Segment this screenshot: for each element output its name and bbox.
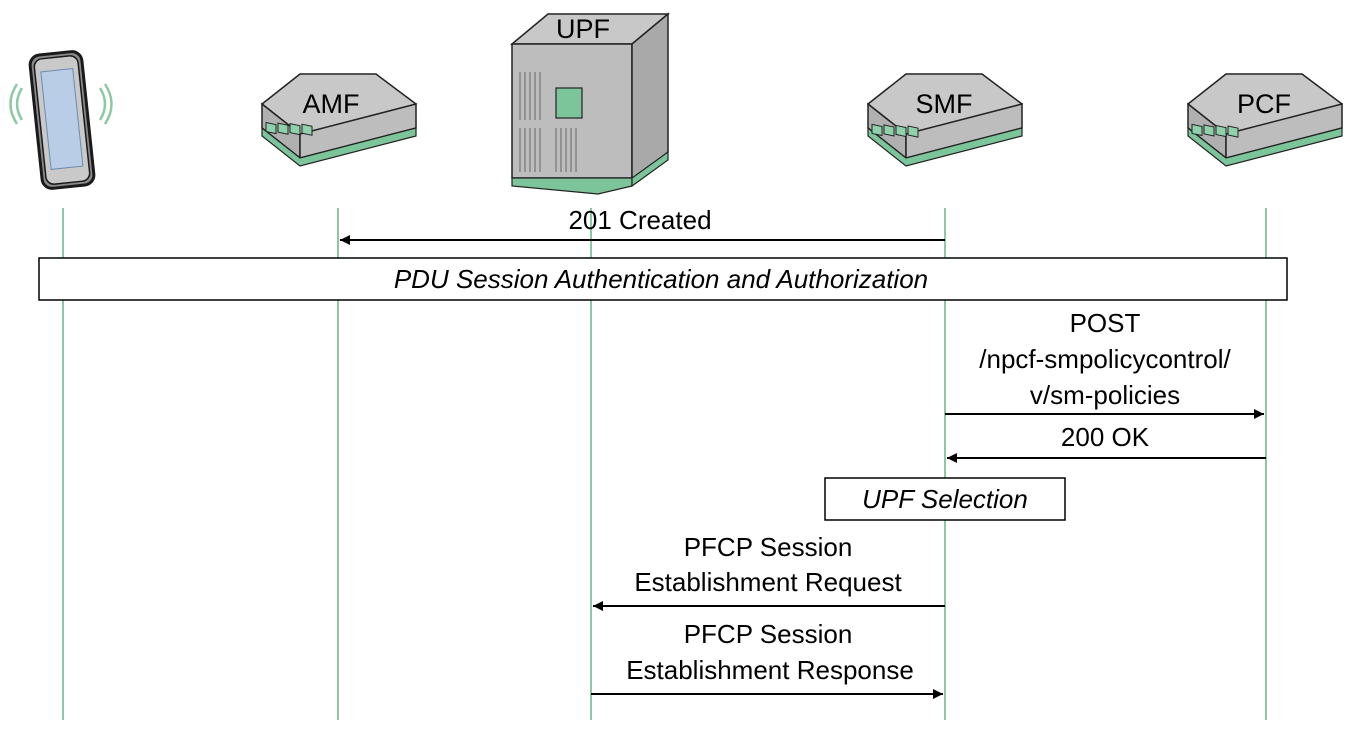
message-201-created: 201 Created [340, 205, 945, 245]
message-pfcp-request: PFCP Session Establishment Request [593, 532, 945, 611]
message-label-line-2: Establishment Request [634, 567, 902, 597]
process-upf-selection: UPF Selection [824, 477, 1066, 521]
amf-node: AMF [260, 73, 418, 167]
message-post-sm-policies: POST /npcf-smpolicycontrol/ v/sm-policie… [945, 308, 1264, 419]
message-label-line-1: POST [1070, 308, 1141, 338]
node-label-amf: AMF [303, 89, 360, 119]
signal-wave-right-outer-icon [103, 83, 113, 125]
signal-wave-left-icon [15, 87, 24, 121]
message-label-line-2: /npcf-smpolicycontrol/ [979, 344, 1231, 374]
network-switch-icon [260, 73, 418, 167]
process-label: PDU Session Authentication and Authoriza… [394, 264, 928, 294]
message-label-line-2: Establishment Response [626, 655, 914, 685]
network-switch-icon [866, 73, 1024, 167]
signal-wave-right-icon [98, 87, 107, 121]
message-label-line-3: v/sm-policies [1030, 380, 1180, 410]
smartphone-icon [9, 50, 113, 190]
server-cabinet-icon [509, 12, 671, 195]
process-box [38, 257, 1288, 301]
process-pdu-auth: PDU Session Authentication and Authoriza… [38, 257, 1288, 301]
node-label-pcf: PCF [1237, 89, 1291, 119]
message-label-line-1: PFCP Session [684, 532, 853, 562]
process-label: UPF Selection [862, 484, 1028, 514]
phone-screen [40, 68, 84, 170]
node-label-smf: SMF [916, 89, 973, 119]
network-switch-icon [1186, 73, 1344, 167]
message-label-line-1: PFCP Session [684, 619, 853, 649]
message-200-ok: 200 OK [947, 422, 1266, 463]
signal-wave-left-outer-icon [9, 83, 19, 125]
smf-node: SMF [866, 73, 1024, 167]
upf-node: UPF [509, 12, 671, 195]
process-box [824, 477, 1066, 521]
message-label: 200 OK [1061, 422, 1150, 452]
pcf-node: PCF [1186, 73, 1344, 167]
message-pfcp-response: PFCP Session Establishment Response [591, 619, 943, 699]
server-panel [555, 87, 583, 119]
message-label: 201 Created [568, 205, 711, 235]
node-label-upf: UPF [556, 14, 610, 44]
